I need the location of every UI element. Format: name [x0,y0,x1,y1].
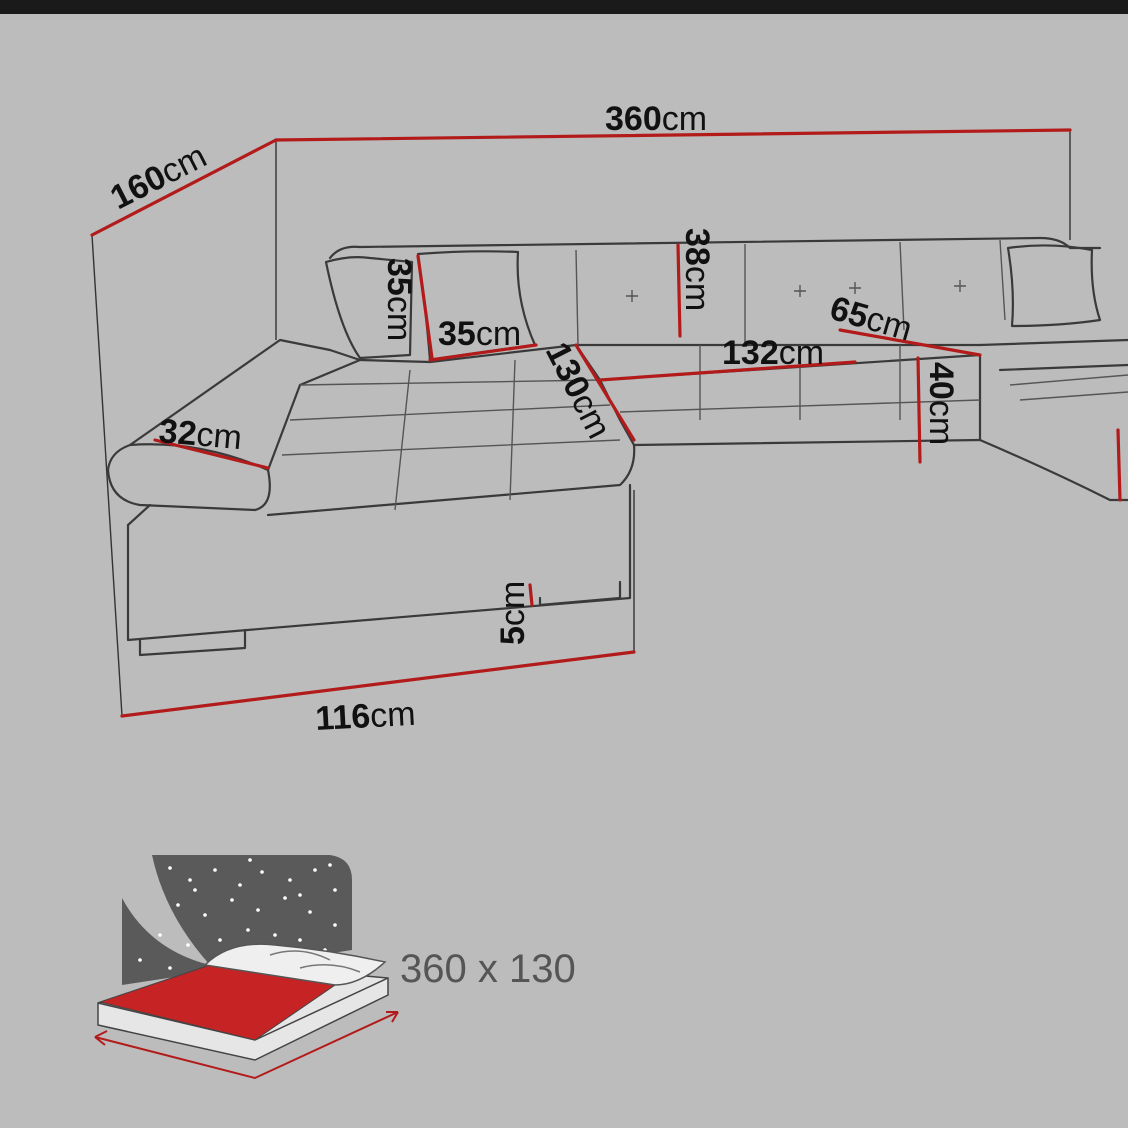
star-icon [298,893,302,897]
star-icon [298,938,302,942]
dimension-lines [90,128,1122,718]
star-icon [186,943,190,947]
star-icon [230,898,234,902]
bed-icon [94,855,399,1080]
dim-line-40 [916,356,922,464]
dim-38-label: 38cm [678,228,716,311]
dim-160-label: 160cm [104,137,212,217]
star-icon [168,866,172,870]
dim-line-5 [528,583,534,607]
dim-32-label: 32cm [157,412,243,457]
star-icon [333,923,337,927]
dim-line-130 [574,343,636,442]
dim-line-right [1116,428,1122,502]
star-icon [333,888,337,892]
star-icon [260,870,264,874]
star-icon [218,938,222,942]
dim-132-label: 132cm [722,334,824,372]
top-bar [0,0,1128,14]
star-icon [248,858,252,862]
dim-5-label: 5cm [494,581,532,645]
dim-line-35-w [428,343,538,362]
guide-lines [91,130,1071,717]
star-icon [203,913,207,917]
sofa-outline [106,236,1128,657]
star-icon [238,883,242,887]
star-icon [288,878,292,882]
dimension-labels: 360cm 160cm 38cm 35cm 35cm 130cm 132cm 6… [104,100,960,738]
star-icon [246,928,250,932]
dim-line-38 [676,243,682,338]
dim-line-360 [274,128,1072,142]
dim-35-width-label: 35cm [438,315,521,353]
dim-line-160 [90,138,278,237]
star-icon [328,863,332,867]
star-icon [193,888,197,892]
dim-line-35-h [416,254,434,360]
dim-line-65 [838,328,982,357]
star-icon [308,910,312,914]
dim-360-label: 360cm [605,100,707,138]
dim-line-32 [153,438,270,470]
star-icon [273,933,277,937]
star-icon [283,896,287,900]
bed-size-label: 360 x 130 [400,947,576,991]
dim-40-label: 40cm [922,362,960,445]
star-icon [168,966,172,970]
dim-line-132 [598,360,857,382]
star-icon [176,903,180,907]
star-icon [256,908,260,912]
dim-35-height-label: 35cm [380,258,418,341]
dim-line-116 [120,650,636,718]
dim-116-label: 116cm [314,695,416,738]
star-icon [138,958,142,962]
star-icon [158,933,162,937]
star-icon [313,868,317,872]
star-icon [188,878,192,882]
star-icon [213,868,217,872]
